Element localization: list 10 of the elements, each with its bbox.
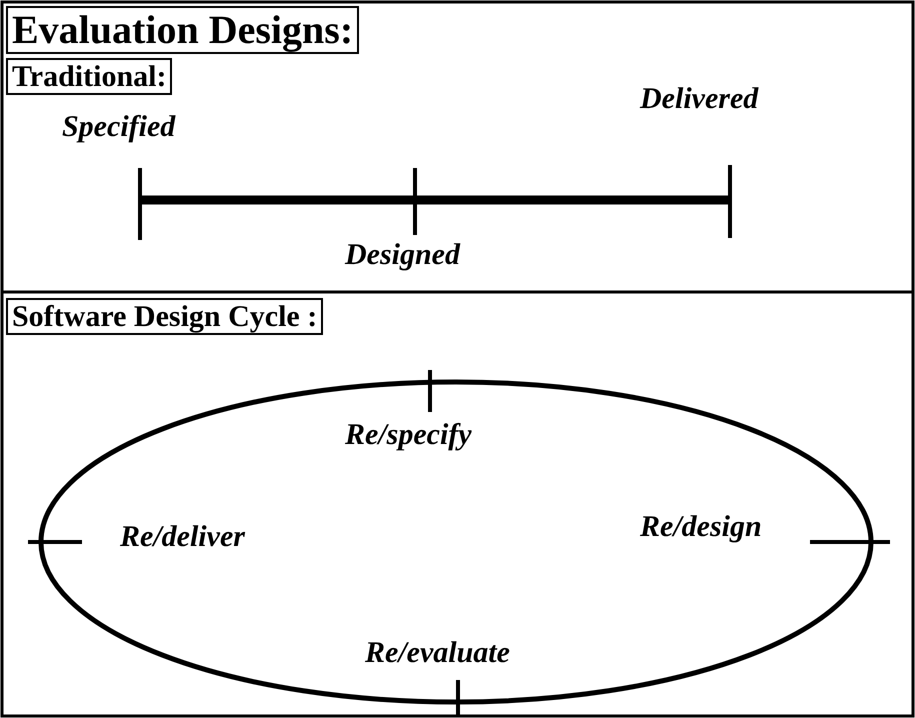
section-heading: Traditional:: [6, 58, 172, 95]
stage-label: Designed: [345, 238, 460, 272]
stage-label: Specified: [62, 110, 176, 144]
stage-label: Delivered: [640, 82, 758, 116]
diagram-title: Evaluation Designs:: [6, 6, 360, 54]
section-heading: Software Design Cycle :: [6, 298, 324, 335]
stage-label: Re/specify: [345, 418, 472, 452]
stage-label: Re/design: [640, 510, 762, 544]
stage-label: Re/evaluate: [365, 636, 510, 670]
stage-label: Re/deliver: [120, 520, 245, 554]
